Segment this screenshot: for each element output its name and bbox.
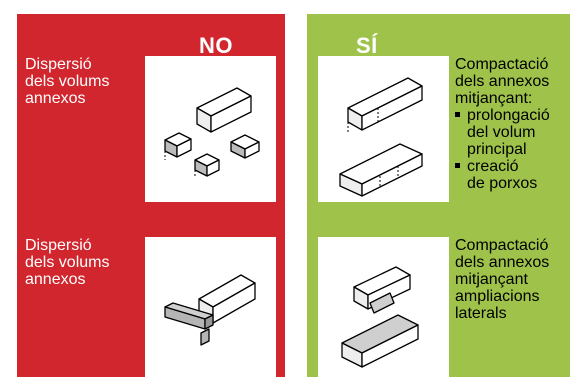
no-row1-illustration [145,56,276,202]
bullet-icon [455,112,460,117]
no-row1-label: Dispersió dels volums annexos [25,56,110,107]
si-row1-list: prolongació del volum principal creació … [455,107,550,192]
compact-volumes-drawing [341,266,419,368]
si-title: SÍ [356,33,378,58]
compact-volumes-drawing [339,77,423,197]
no-title: NO [199,33,233,58]
list-item: creació de porxos [455,158,550,192]
si-row2-label: Compactació dels annexos mitjançant ampl… [455,237,550,322]
scattered-volumes-drawing [164,87,260,178]
no-panel: NO Dispersió dels volums annexos Dispers… [17,14,285,383]
si-row1-label: Compactació dels annexos mitjançant: [455,56,550,107]
scattered-volumes-drawing [164,274,256,346]
no-row2-label: Dispersió dels volums annexos [25,237,110,288]
no-row2-illustration [145,237,276,383]
bullet-icon [455,163,460,168]
si-row1-illustration [318,56,449,202]
si-panel: SÍ Compactació dels annexos mitjançant: … [307,14,570,383]
si-row2-illustration [318,237,449,383]
list-item: prolongació del volum principal [455,107,550,158]
